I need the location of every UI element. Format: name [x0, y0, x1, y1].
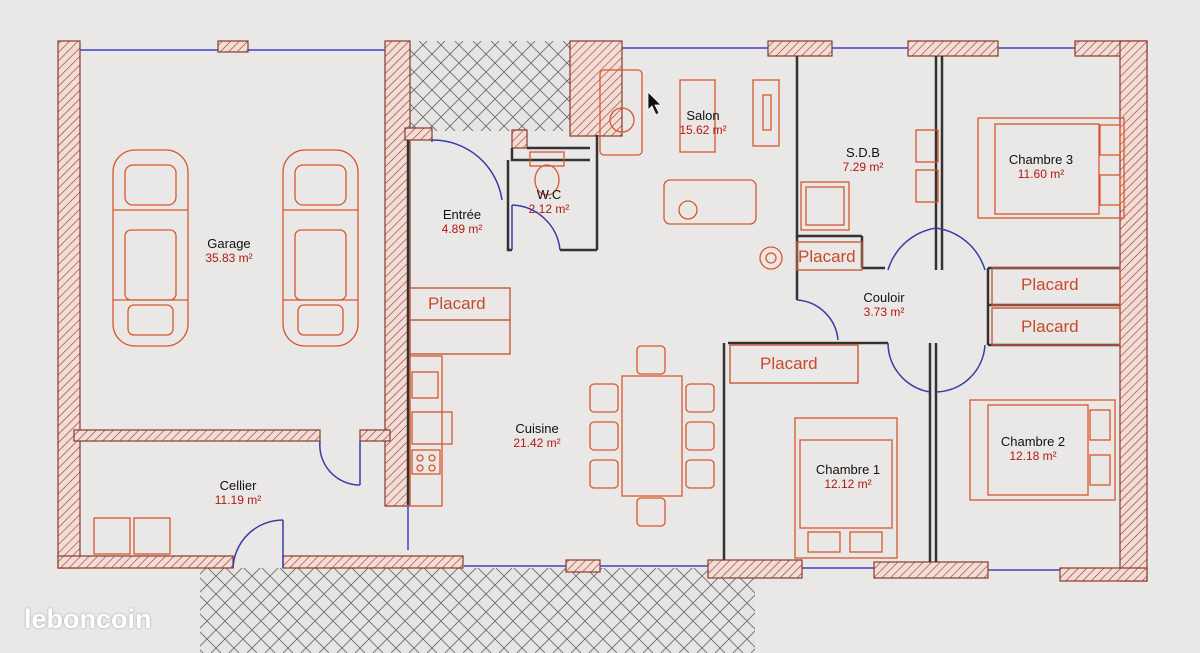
room-area: 11.19 m² — [214, 493, 262, 507]
room-cellier: Cellier 11.19 m² — [215, 478, 261, 507]
car-left — [112, 149, 189, 347]
room-name: Chambre 1 — [815, 462, 881, 477]
walls — [57, 40, 1148, 582]
placard-chambre3-label: Placard — [1021, 275, 1079, 294]
room-wc: W.C 2.12 m² — [529, 187, 570, 216]
placard-entree-label: Placard — [428, 294, 486, 313]
door-arcs — [232, 139, 986, 569]
placard-sdb-label: Placard — [798, 247, 856, 266]
placard-frames — [409, 241, 1121, 384]
room-couloir: Couloir 3.73 m² — [863, 290, 904, 319]
room-salon: Salon 15.62 m² — [679, 108, 726, 137]
room-area: 7.29 m² — [842, 160, 884, 174]
placard-couloir-label: Placard — [760, 354, 818, 373]
room-area: 15.62 m² — [679, 123, 727, 137]
placard-chambre2-label: Placard — [1021, 317, 1079, 336]
room-area: 3.73 m² — [863, 305, 905, 319]
room-cuisine: Cuisine 21.42 m² — [513, 421, 560, 450]
room-name: Garage — [207, 236, 251, 251]
room-name: Entrée — [442, 207, 482, 222]
room-area: 21.42 m² — [513, 436, 561, 450]
room-area: 12.12 m² — [824, 477, 872, 491]
room-garage: Garage 35.83 m² — [205, 236, 252, 265]
room-chambre1: Chambre 1 12.12 m² — [816, 462, 880, 491]
room-name: Cellier — [219, 478, 257, 493]
window-lines — [80, 47, 1075, 571]
room-area: 11.60 m² — [1017, 167, 1065, 181]
room-sdb: S.D.B 7.29 m² — [843, 145, 884, 174]
terrace-garage — [200, 568, 755, 653]
room-area: 35.83 m² — [205, 251, 253, 265]
room-chambre3: Chambre 3 11.60 m² — [1009, 152, 1073, 181]
terrace-entrance — [410, 41, 570, 131]
room-chambre2: Chambre 2 12.18 m² — [1001, 434, 1065, 463]
room-name: Chambre 3 — [1008, 152, 1074, 167]
watermark-logo: leboncoin — [24, 604, 152, 634]
room-name: W.C — [536, 187, 562, 202]
room-name: Salon — [686, 108, 720, 123]
room-area: 4.89 m² — [441, 222, 483, 236]
room-name: S.D.B — [846, 145, 880, 160]
room-entree: Entrée 4.89 m² — [442, 207, 483, 236]
room-name: Chambre 2 — [1000, 434, 1066, 449]
room-name: Cuisine — [515, 421, 559, 436]
mouse-cursor-icon — [647, 91, 662, 116]
room-area: 2.12 m² — [528, 202, 570, 216]
room-name: Couloir — [863, 290, 905, 305]
furniture — [93, 69, 1125, 559]
room-area: 12.18 m² — [1009, 449, 1057, 463]
car-right — [282, 149, 359, 347]
